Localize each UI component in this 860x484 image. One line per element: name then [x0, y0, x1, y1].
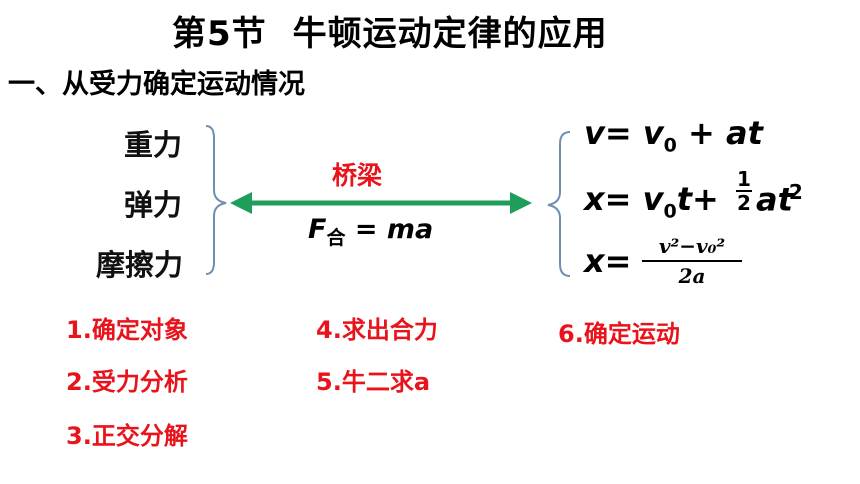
velocity-displacement-left: x= — [584, 242, 632, 280]
step-5: 5.牛二求a — [316, 368, 431, 396]
velocity-displacement-fraction: v²−v₀² 2a — [642, 232, 742, 290]
step-6: 6.确定运动 — [558, 320, 680, 348]
section-number: 第5节 — [172, 14, 267, 54]
force-friction: 摩擦力 — [96, 248, 184, 282]
fraction-one-half: 1 2 — [736, 167, 752, 215]
step-4: 4.求出合力 — [316, 316, 438, 344]
force-elastic: 弹力 — [124, 188, 183, 222]
section-heading: 一、从受力确定运动情况 — [8, 69, 305, 100]
displacement-equation: x= v0t+ — [584, 180, 719, 223]
step-3: 3.正交分解 — [66, 422, 188, 450]
velocity-equation: v= v0 + at — [584, 114, 763, 157]
bridge-label: 桥梁 — [332, 161, 383, 190]
force-gravity: 重力 — [124, 128, 183, 162]
section-name: 牛顿运动定律的应用 — [292, 14, 608, 54]
step-2: 2.受力分析 — [66, 368, 188, 396]
double-arrow-icon — [230, 192, 532, 214]
newton-second-law: F合 = ma — [308, 214, 434, 249]
right-brace — [547, 131, 571, 277]
acceleration-term: at2 — [756, 180, 803, 219]
page-title: 第5节牛顿运动定律的应用 — [172, 6, 608, 55]
step-1: 1.确定对象 — [66, 316, 188, 344]
left-brace — [205, 125, 227, 275]
